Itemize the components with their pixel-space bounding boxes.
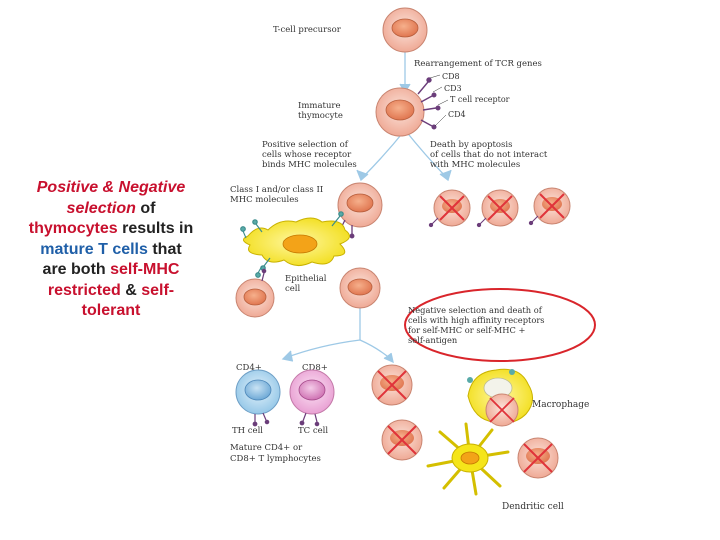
negative-line-4: self-antigen [408,335,458,345]
dying-cell-near-macrophage [372,365,412,405]
dendritic-cell [428,424,508,494]
arrow-head-4 [283,351,293,361]
death-line-3: with MHC molecules [430,160,520,170]
t-cell-precursor [383,8,427,52]
mature-line-2: CD8+ T lymphocytes [230,454,321,464]
receptor-labels [430,75,448,126]
cd3-label: CD3 [444,84,462,93]
positive-line-1: Positive selection of [262,140,349,150]
negative-line-3: for self-MHC or self-MHC + [408,325,526,335]
selected-thymocyte-right [340,268,380,308]
dying-cell-right-dendritic [518,438,558,478]
immature-label-2: thymocyte [298,111,343,121]
cd8-t-cell [290,370,334,426]
tcr-label: T cell receptor [450,95,510,104]
epithelial-label-2: cell [285,284,301,294]
macrophage-label: Macrophage [532,400,589,410]
negative-line-1: Negative selection and death of [408,305,543,315]
mature-line-1: Mature CD4+ or [230,443,303,453]
dying-cell-1 [429,190,470,227]
tc-cell-label: TC cell [298,426,328,436]
dendritic-label: Dendritic cell [502,502,564,512]
arrow-bottom-left [285,340,360,358]
immature-label-1: Immature [298,101,341,111]
dying-thymocytes-top [429,188,570,227]
death-line-2: of cells that do not interact [430,150,548,160]
positive-line-3: binds MHC molecules [262,160,357,170]
epithelial-label-1: Epithelial [285,274,327,284]
negative-line-2: cells with high affinity receptors [408,315,545,325]
cd8-label: CD8 [442,72,460,81]
dying-cell-3 [529,188,570,225]
cd4-label: CD4 [448,110,466,119]
rearrangement-label: Rearrangement of TCR genes [414,59,542,69]
mhc-label-1: Class I and/or class II [230,185,323,195]
th-cell-label: TH cell [232,426,263,436]
positive-line-2: cells whose receptor [262,150,352,160]
death-line-1: Death by apoptosis [430,140,513,150]
dying-cell-under-macrophage [486,394,518,426]
dying-cell-2 [477,190,518,227]
mhc-label-2: MHC molecules [230,195,299,205]
arrow-to-positive [362,130,405,178]
precursor-label: T-cell precursor [273,25,342,35]
arrow-head-2 [357,170,368,180]
selected-thymocyte-left [236,269,274,317]
dying-cell-left-dendritic [382,420,422,460]
cd4-t-cell [236,370,280,426]
epithelial-cell [243,212,349,270]
